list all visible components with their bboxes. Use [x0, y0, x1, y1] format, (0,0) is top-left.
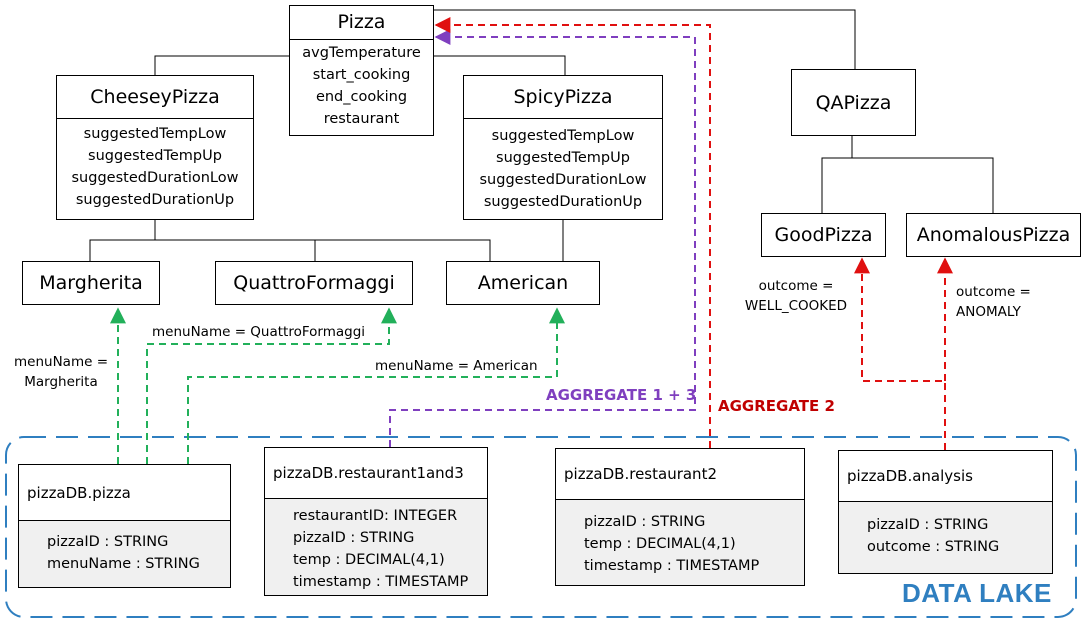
- label-line: outcome =: [956, 284, 1031, 300]
- label-aggregate-2: AGGREGATE 2: [718, 397, 835, 415]
- label-menu-american: menuName = American: [375, 358, 538, 374]
- table-field: restaurantID: INTEGER: [293, 508, 458, 524]
- class-anomalous-pizza[interactable]: AnomalousPizza: [906, 213, 1081, 257]
- label-line: WELL_COOKED: [744, 298, 848, 314]
- table-field: temp : DECIMAL(4,1): [584, 536, 736, 552]
- class-pizza-name: Pizza: [337, 11, 386, 33]
- table-field: pizzaID : STRING: [47, 534, 169, 550]
- class-pizza[interactable]: Pizza avgTemperature start_cooking end_c…: [289, 5, 434, 136]
- table-restaurant1and3-name: pizzaDB.restaurant1and3: [265, 448, 487, 499]
- data-lake-label: DATA LAKE: [902, 578, 1052, 608]
- class-pizza-attributes: avgTemperature start_cooking end_cooking…: [290, 39, 433, 135]
- class-spicy-attributes: suggestedTempLow suggestedTempUp suggest…: [464, 118, 662, 219]
- table-field: temp : DECIMAL(4,1): [293, 552, 445, 568]
- table-field: menuName : STRING: [47, 556, 200, 572]
- label-aggregate-1-3: AGGREGATE 1 + 3: [546, 386, 697, 404]
- label-menu-quattro: menuName = QuattroFormaggi: [152, 324, 366, 340]
- label-outcome-anomaly: outcome = ANOMALY: [956, 282, 1031, 322]
- table-field: outcome : STRING: [867, 539, 1000, 555]
- data-lake-boundary: [5, 436, 1077, 618]
- table-field: timestamp : TIMESTAMP: [584, 558, 760, 574]
- attribute: suggestedDurationUp: [75, 192, 235, 208]
- table-analysis-fields: pizzaID : STRING outcome : STRING: [839, 502, 1052, 573]
- table-field: timestamp : TIMESTAMP: [293, 574, 469, 590]
- table-restaurant2-fields: pizzaID : STRING temp : DECIMAL(4,1) tim…: [556, 500, 804, 585]
- attribute: suggestedTempLow: [491, 128, 635, 144]
- attribute: suggestedDurationLow: [71, 170, 239, 186]
- table-restaurant1and3-fields: restaurantID: INTEGER pizzaID : STRING t…: [265, 499, 487, 595]
- label-outcome-good: outcome = WELL_COOKED: [737, 276, 855, 316]
- class-good-pizza[interactable]: GoodPizza: [761, 213, 886, 257]
- table-pizza-name: pizzaDB.pizza: [19, 465, 230, 521]
- label-line: menuName =: [14, 354, 108, 370]
- attribute: suggestedTempUp: [496, 150, 630, 166]
- table-restaurant2[interactable]: pizzaDB.restaurant2 pizzaID : STRING tem…: [555, 448, 805, 586]
- table-field: pizzaID : STRING: [584, 514, 706, 530]
- label-line: ANOMALY: [956, 304, 1021, 320]
- label-line: outcome =: [758, 278, 834, 294]
- table-analysis-name: pizzaDB.analysis: [839, 451, 1052, 502]
- table-analysis[interactable]: pizzaDB.analysis pizzaID : STRING outcom…: [838, 450, 1053, 574]
- class-quattro-formaggi[interactable]: QuattroFormaggi: [215, 261, 413, 305]
- table-restaurant2-name: pizzaDB.restaurant2: [556, 449, 804, 500]
- attribute: suggestedDurationUp: [483, 194, 643, 210]
- class-qa-pizza[interactable]: QAPizza: [791, 69, 916, 136]
- table-field: pizzaID : STRING: [293, 530, 415, 546]
- class-spicy-name: SpicyPizza: [513, 86, 613, 108]
- red-mapping-lines: [434, 17, 953, 450]
- attribute: suggestedTempUp: [88, 148, 222, 164]
- table-pizza-fields: pizzaID : STRING menuName : STRING: [19, 521, 230, 587]
- class-cheesey-attributes: suggestedTempLow suggestedTempUp suggest…: [57, 118, 253, 219]
- class-cheesey-pizza[interactable]: CheeseyPizza suggestedTempLow suggestedT…: [56, 75, 254, 220]
- attribute: avgTemperature: [302, 45, 421, 61]
- table-field: pizzaID : STRING: [867, 517, 989, 533]
- attribute: start_cooking: [312, 67, 411, 83]
- label-menu-margherita: menuName = Margherita: [8, 352, 114, 392]
- class-cheesey-name: CheeseyPizza: [90, 86, 220, 108]
- class-margherita[interactable]: Margherita: [22, 261, 160, 305]
- attribute: suggestedDurationLow: [479, 172, 647, 188]
- label-line: Margherita: [24, 374, 98, 390]
- table-pizza[interactable]: pizzaDB.pizza pizzaID : STRING menuName …: [18, 464, 231, 588]
- table-restaurant1and3[interactable]: pizzaDB.restaurant1and3 restaurantID: IN…: [264, 447, 488, 596]
- attribute: end_cooking: [315, 89, 408, 105]
- attribute: restaurant: [323, 111, 400, 127]
- aggregate13-line: [389, 29, 696, 447]
- menu-mapping-lines: [110, 307, 565, 464]
- class-american[interactable]: American: [446, 261, 600, 305]
- attribute: suggestedTempLow: [83, 126, 227, 142]
- class-spicy-pizza[interactable]: SpicyPizza suggestedTempLow suggestedTem…: [463, 75, 663, 220]
